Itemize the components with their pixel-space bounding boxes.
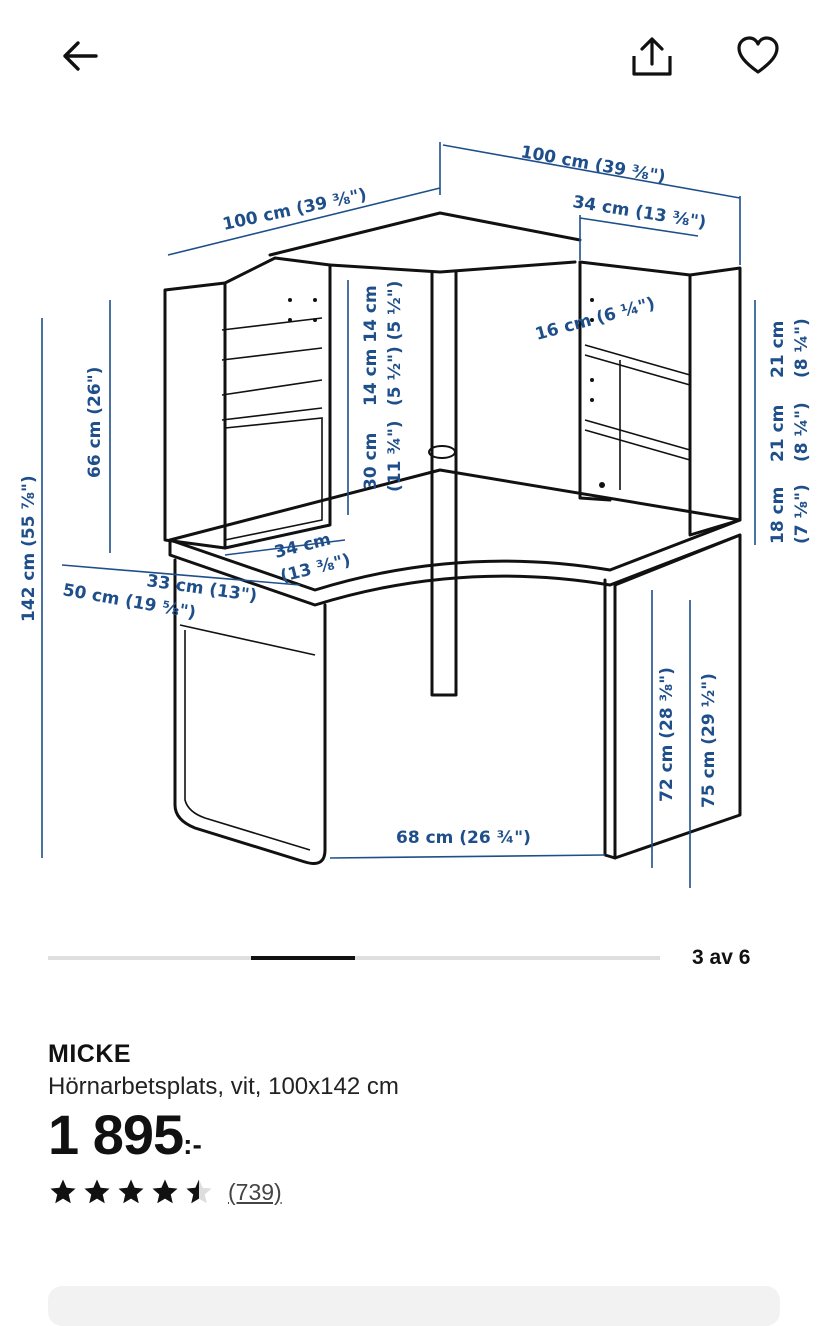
heart-icon <box>737 36 779 74</box>
dim-shelf-gap-left: 14 cm 14 cm <box>361 285 381 406</box>
star-full-icon <box>118 1179 144 1204</box>
dim-right-gap-1: 21 cm <box>768 321 788 378</box>
gallery-progress-indicator <box>251 956 355 960</box>
product-rating[interactable]: (739) <box>48 1177 788 1207</box>
bottom-card <box>48 1286 780 1326</box>
dim-right-gap-2-inch: (8 ¼") <box>792 402 812 462</box>
dim-lower-gap-left: 30 cm <box>361 433 381 490</box>
star-full-icon <box>50 1179 76 1204</box>
dimension-lines <box>41 142 756 888</box>
dim-total-height: 142 cm (55 ⅞") <box>19 475 39 622</box>
dim-leg-gap: 68 cm (26 ¾") <box>396 828 531 848</box>
share-button[interactable] <box>626 34 678 82</box>
star-full-icon <box>152 1179 178 1204</box>
dimension-drawing: 100 cm (39 ⅜") 100 cm (39 ⅜") 34 cm (13 … <box>19 142 812 888</box>
gallery-counter: 3 av 6 <box>692 946 751 969</box>
review-count-link[interactable]: (739) <box>228 1178 282 1205</box>
price-suffix: :- <box>183 1129 202 1160</box>
dim-desk-height-75: 75 cm (29 ½") <box>699 673 719 808</box>
arrow-left-icon <box>63 41 98 71</box>
dim-right-gap-1-inch: (8 ¼") <box>792 318 812 378</box>
dim-shelf-depth-right: 16 cm (6 ¼") <box>533 294 657 345</box>
share-icon <box>632 37 672 76</box>
product-info: MICKE Hörnarbetsplats, vit, 100x142 cm 1… <box>48 1040 788 1207</box>
gallery-progress-bar <box>48 956 660 960</box>
price-value: 1 895 <box>48 1103 184 1166</box>
rating-stars <box>48 1177 214 1207</box>
product-name: MICKE <box>48 1040 132 1068</box>
dim-lower-gap-left-inch: (11 ¾") <box>385 420 405 492</box>
star-half-icon <box>186 1179 212 1204</box>
favourite-button[interactable] <box>734 34 782 78</box>
dim-right-gap-3: 18 cm <box>768 487 788 544</box>
star-full-icon <box>84 1179 110 1204</box>
dim-shelf-gap-left-inch: (5 ½") (5 ½") <box>385 281 405 406</box>
top-bar <box>0 0 828 110</box>
dim-right-gap-3-inch: (7 ⅛") <box>792 484 812 544</box>
dim-desk-height-72: 72 cm (28 ⅜") <box>657 667 677 802</box>
dim-top-left: 100 cm (39 ⅜") <box>221 185 369 235</box>
back-button[interactable] <box>58 34 102 78</box>
product-description: Hörnarbetsplats, vit, 100x142 cm <box>48 1073 399 1100</box>
product-price: 1 895:- <box>48 1107 788 1163</box>
dim-upper-height: 66 cm (26") <box>85 367 105 478</box>
desk-illustration <box>163 211 742 865</box>
dim-right-gap-2: 21 cm <box>768 405 788 462</box>
dim-top-right: 100 cm (39 ⅜") <box>519 142 667 187</box>
product-image-gallery[interactable]: 100 cm (39 ⅜") 100 cm (39 ⅜") 34 cm (13 … <box>0 110 828 910</box>
